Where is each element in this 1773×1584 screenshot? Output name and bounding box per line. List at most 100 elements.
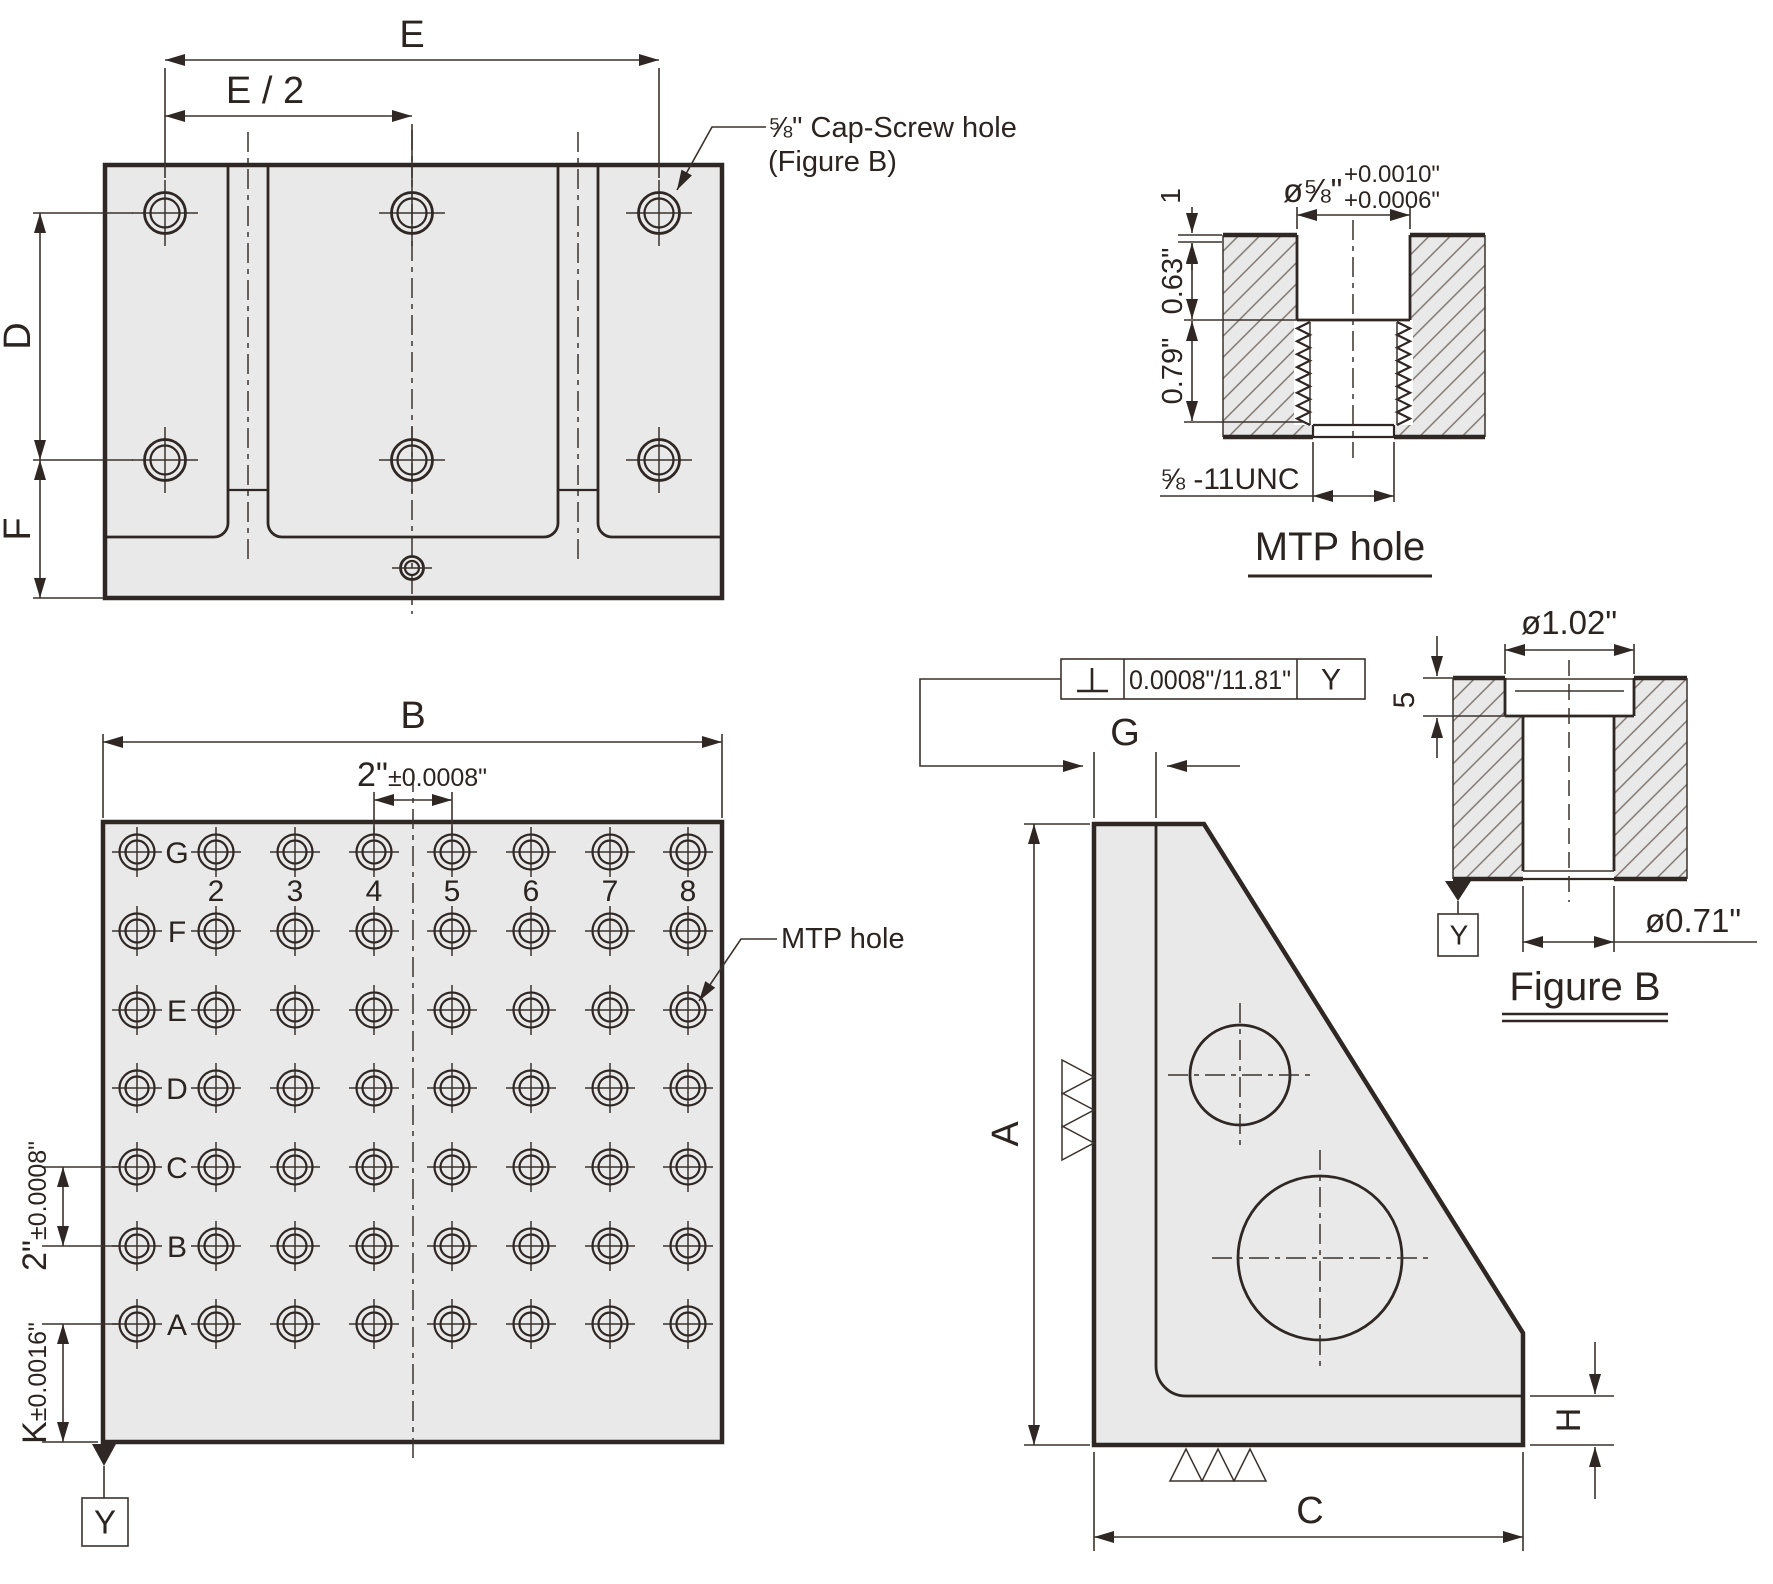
mtp-hole-inner [518, 1154, 544, 1180]
datum-triangle [92, 1444, 116, 1466]
mtp-hole [433, 991, 471, 1029]
mtp-hole [118, 1305, 156, 1343]
grid-row-label: G [165, 837, 188, 870]
mtp-dim-thread-depth: 0.79" [1157, 338, 1189, 405]
mtp-hole-inner [203, 1311, 229, 1337]
mtp-hole [512, 1305, 550, 1343]
mtp-hole-inner [675, 1233, 701, 1259]
mtp-hole-inner [361, 1075, 387, 1101]
mtp-hole [197, 991, 235, 1029]
mtp-hole [512, 912, 550, 950]
dim-label-a: A [985, 1121, 1027, 1147]
mtp-hole [197, 833, 235, 871]
mtp-hole-inner [124, 918, 150, 944]
mtp-hole-inner [124, 1075, 150, 1101]
mtp-hole-inner [203, 1154, 229, 1180]
figure-b-title: Figure B [1509, 965, 1660, 1009]
dim-label-e-half: E / 2 [226, 70, 304, 112]
mtp-hole-inner [124, 1154, 150, 1180]
mtp-hole [276, 1227, 314, 1265]
grid-col-label: 3 [287, 875, 304, 908]
mtp-hole [669, 1305, 707, 1343]
surface-mark-left [1061, 1124, 1096, 1162]
mtp-hole [591, 912, 629, 950]
mtp-hole [512, 1227, 550, 1265]
mtp-hole-inner [597, 997, 623, 1023]
mtp-hole [355, 1227, 393, 1265]
mtp-hole [433, 912, 471, 950]
mtp-hole [433, 1305, 471, 1343]
mtp-hole-inner [282, 1154, 308, 1180]
feature-control-frame: 0.0008"/11.81" Y [1060, 658, 1366, 700]
mtp-hole-inner [439, 997, 465, 1023]
grid-row-label: B [167, 1231, 187, 1264]
mtp-hole-inner [675, 918, 701, 944]
cap-screw-hole-inner [396, 197, 428, 229]
figure-b-detail: ø1.02" 5 ø0.71" Y Figure B [1388, 604, 1757, 1023]
grid-col-label: 7 [602, 875, 619, 908]
mtp-hole [591, 1069, 629, 1107]
mtp-hole [591, 991, 629, 1029]
mtp-hole-inner [518, 1075, 544, 1101]
mtp-hole-inner [439, 1154, 465, 1180]
cap-screw-hole-inner [396, 444, 428, 476]
mtp-hole-inner [675, 1154, 701, 1180]
cap-screw-hole-inner [149, 444, 181, 476]
dim-label-f: F [0, 517, 39, 540]
mtp-note-label: MTP hole [781, 923, 905, 955]
figure-b-datum-label: Y [1450, 920, 1469, 951]
mtp-hole-inner [518, 997, 544, 1023]
cap-screw-leader [676, 126, 766, 191]
mtp-hole [276, 833, 314, 871]
cap-screw-hole [390, 191, 434, 235]
mtp-hole [276, 1148, 314, 1186]
mtp-note-leader [698, 938, 777, 1002]
mtp-hole [197, 1227, 235, 1265]
mtp-hole-inner [361, 1233, 387, 1259]
figure-b-datum-frame [1437, 913, 1479, 957]
mtp-hole [433, 1227, 471, 1265]
mtp-hole-inner [518, 918, 544, 944]
mtp-hole-inner [124, 1233, 150, 1259]
grid-row-label: D [166, 1073, 188, 1106]
mtp-dim-1: 1 [1155, 188, 1186, 204]
mtp-hole [591, 1305, 629, 1343]
mtp-hole [669, 1227, 707, 1265]
mtp-hole-inner [675, 839, 701, 865]
figure-b-dia-bore: ø0.71" [1645, 902, 1741, 939]
mtp-hole [355, 1148, 393, 1186]
mtp-hole-inner [439, 1233, 465, 1259]
mtp-hole [669, 1148, 707, 1186]
surface-mark-bottom [1200, 1447, 1236, 1482]
top-view: E E / 2 D F ⅝" Cap-Screw hole (Figure B) [0, 14, 1017, 614]
mtp-hole [118, 991, 156, 1029]
mtp-hole-inner [361, 918, 387, 944]
cap-screw-hole [143, 191, 187, 235]
mtp-dim-counterbore-depth: 0.63" [1157, 248, 1189, 315]
mtp-hole-inner [597, 1233, 623, 1259]
fcf-datum: Y [1321, 664, 1341, 697]
top-view-plate [105, 165, 722, 598]
mtp-hole [197, 1305, 235, 1343]
mtp-hole-inner [597, 1075, 623, 1101]
cap-screw-hole-inner [149, 197, 181, 229]
grid-row-label: A [167, 1309, 187, 1342]
mtp-hole [355, 1305, 393, 1343]
cap-screw-holes [132, 180, 692, 493]
mtp-hole [197, 1148, 235, 1186]
cap-screw-hole [637, 438, 681, 482]
grid-col-label: 4 [366, 875, 383, 908]
mtp-hole [512, 991, 550, 1029]
mtp-hole [276, 1069, 314, 1107]
dim-label-h: H [1550, 1408, 1588, 1433]
mtp-hole [669, 833, 707, 871]
slot-1-left [105, 165, 230, 539]
mtp-hole-inner [361, 997, 387, 1023]
mtp-hole-inner [439, 839, 465, 865]
cap-screw-hole [390, 438, 434, 482]
cap-screw-hole-inner [643, 197, 675, 229]
slot-web-center [266, 165, 560, 539]
mtp-hole [591, 833, 629, 871]
mtp-hole-inner [124, 997, 150, 1023]
